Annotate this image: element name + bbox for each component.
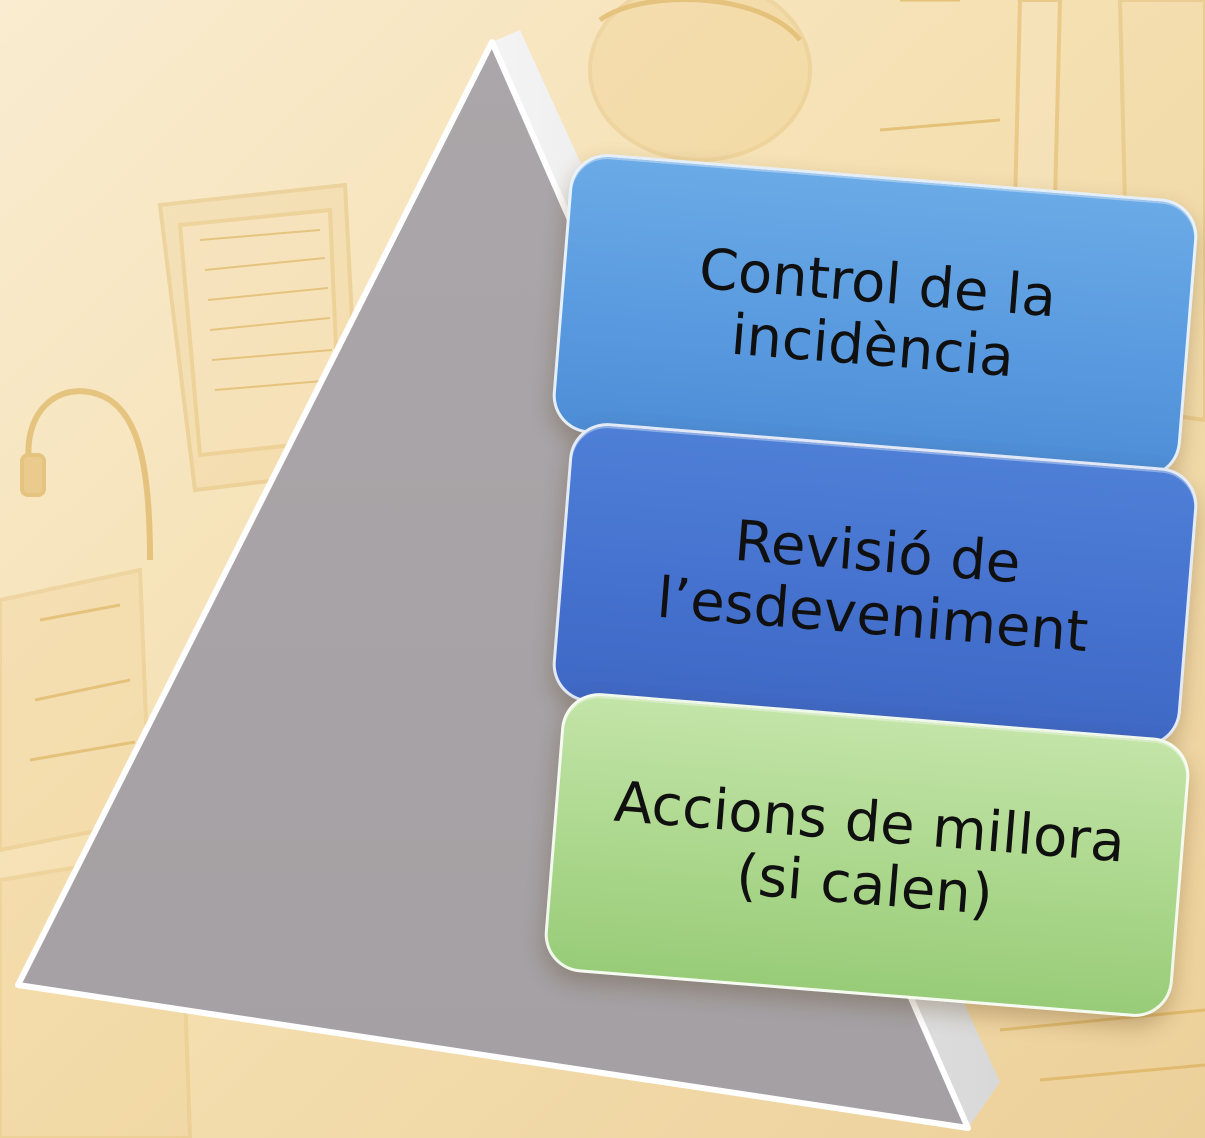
level-3-label: Accions de millora (si calen) bbox=[611, 769, 1128, 929]
level-2-label: Revisió de l’esdeveniment bbox=[654, 509, 1091, 666]
level-1-label: Control de la incidència bbox=[696, 237, 1059, 391]
level-3-box: Accions de millora (si calen) bbox=[541, 690, 1193, 1020]
